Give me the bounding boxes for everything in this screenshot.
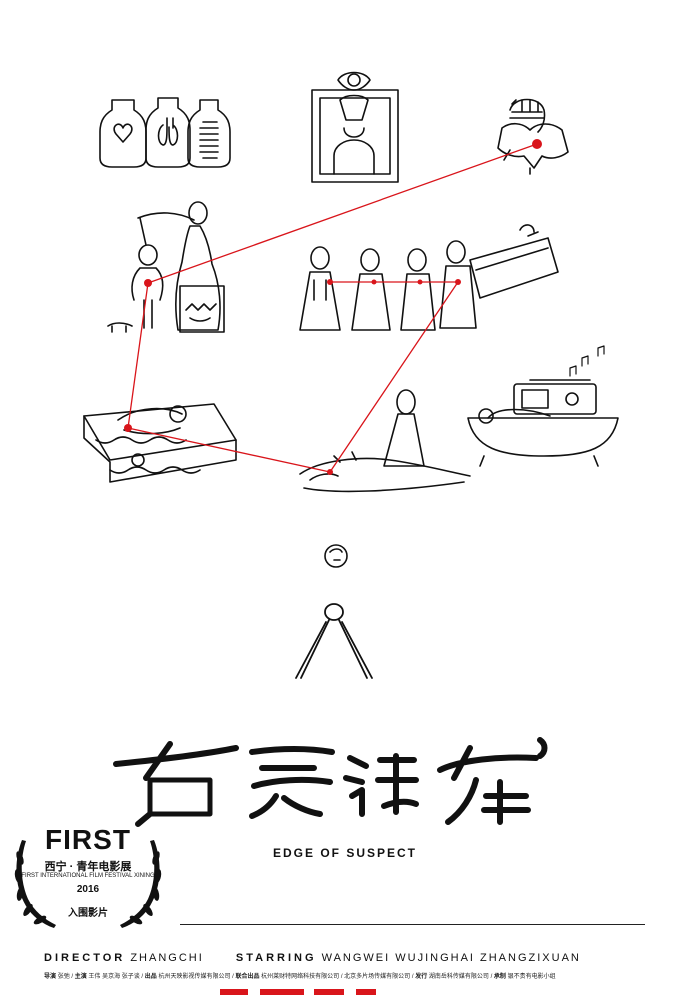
monks-and-coffin bbox=[299, 224, 559, 331]
fine-print: 导演 张弛 / 主演 王伟 吴京海 张子谈 / 出品 杭州天映影视传媒有限公司 … bbox=[44, 974, 556, 980]
tongs bbox=[295, 603, 373, 679]
woman-and-boy bbox=[107, 201, 225, 333]
body-and-girl bbox=[299, 389, 471, 493]
music-notes bbox=[569, 345, 605, 377]
round-token bbox=[324, 544, 348, 568]
fine-print-text: 杭州天映影视传媒有限公司 bbox=[158, 974, 231, 980]
fine-print-label: 发行 bbox=[415, 974, 428, 980]
fine-print-text: 银不贵有电影小组 bbox=[507, 974, 556, 980]
starring-label: STARRING bbox=[235, 952, 317, 964]
director-name: ZHANGCHI bbox=[130, 952, 204, 964]
festival-name-en: FIRST INTERNATIONAL FILM FESTIVAL XINING bbox=[21, 873, 155, 879]
title-calligraphy bbox=[113, 737, 548, 827]
fine-print-label: 主演 bbox=[74, 974, 87, 980]
director-label: DIRECTOR bbox=[44, 952, 126, 964]
organ-jars bbox=[99, 97, 231, 168]
fine-print-text: 杭州莱财特网络科技有限公司 / 北京多片场传媒有限公司 bbox=[261, 974, 411, 980]
red-thread bbox=[127, 143, 538, 473]
fine-print-text: 张弛 bbox=[57, 974, 70, 980]
starring-names: WANGWEI WUJINGHAI ZHANGZIXUAN bbox=[321, 952, 581, 964]
festival-status: 入围影片 bbox=[68, 908, 108, 919]
credits-divider bbox=[180, 924, 645, 925]
masked-figure bbox=[497, 98, 569, 175]
fine-print-label: 联合出品 bbox=[235, 974, 260, 980]
fine-print-label: 承制 bbox=[493, 974, 506, 980]
fine-print-label: 导演 bbox=[44, 974, 57, 980]
festival-name-cn: 西宁 · 青年电影展 bbox=[44, 861, 132, 873]
bed-scene bbox=[83, 403, 237, 483]
festival-name: FIRST bbox=[45, 824, 131, 855]
red-knots bbox=[124, 139, 542, 475]
bathtub-with-radio bbox=[467, 379, 619, 467]
festival-year: 2016 bbox=[76, 884, 100, 895]
credits-line: DIRECTOR ZHANGCHI STARRING WANGWEI WUJIN… bbox=[44, 952, 581, 964]
english-title: EDGE OF SUSPECT bbox=[272, 846, 418, 860]
laurel-wreath bbox=[14, 840, 162, 928]
fine-print-label: 出品 bbox=[144, 974, 157, 980]
fine-print-text: 湖南岳科传媒有限公司 bbox=[428, 974, 489, 980]
festival-badge: FIRST 西宁 · 青年电影展 FIRST INTERNATIONAL FIL… bbox=[8, 818, 168, 928]
sponsor-logos bbox=[220, 989, 376, 995]
framed-portrait bbox=[311, 71, 399, 183]
fine-print-text: 王伟 吴京海 张子谈 bbox=[88, 974, 140, 980]
